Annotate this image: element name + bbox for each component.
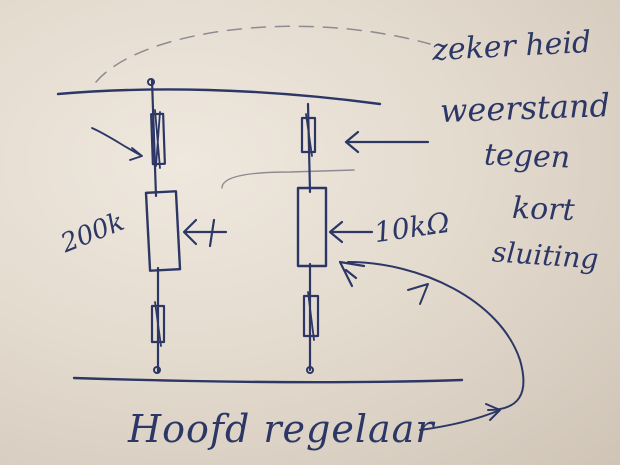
left-lower-fuse — [150, 304, 166, 344]
left-top-node — [147, 78, 155, 86]
loop-curve-tick — [407, 283, 429, 305]
annotation-line-5: sluiting — [491, 235, 600, 276]
right-lower-fuse-filament — [307, 291, 315, 341]
main-label: Hoofd regelaar — [128, 407, 435, 451]
left-wiper-arrow — [182, 218, 228, 248]
loop-arrow-head — [338, 260, 366, 288]
loop-curve — [347, 261, 525, 411]
annotation-arrow-to-fuse — [344, 130, 430, 154]
left-upper-fuse-filament — [154, 109, 161, 169]
left-resistor — [144, 190, 182, 272]
left-bottom-node — [153, 366, 161, 374]
faint-guide-line — [221, 169, 355, 189]
annotation-line-2: weerstand — [439, 86, 611, 130]
annotation-line-3: tegen — [483, 137, 571, 176]
right-upper-fuse-filament — [305, 113, 313, 157]
left-lower-fuse-filament — [154, 301, 162, 347]
top-rail-line — [56, 88, 382, 106]
annotation-line-1: zeker heid — [431, 24, 593, 69]
faint-top-arc — [95, 25, 431, 83]
right-upper-fuse — [300, 116, 317, 154]
right-lower-fuse — [302, 294, 320, 338]
right-wiper-arrow — [328, 220, 374, 244]
left-branch-wire-top — [150, 78, 158, 198]
left-fuse-pointer-arrow — [91, 127, 143, 161]
right-bottom-node — [306, 366, 314, 374]
title-arrow — [419, 403, 501, 431]
bottom-rail-line — [72, 376, 464, 384]
annotation-line-4: kort — [511, 190, 576, 229]
right-resistor — [296, 186, 328, 268]
